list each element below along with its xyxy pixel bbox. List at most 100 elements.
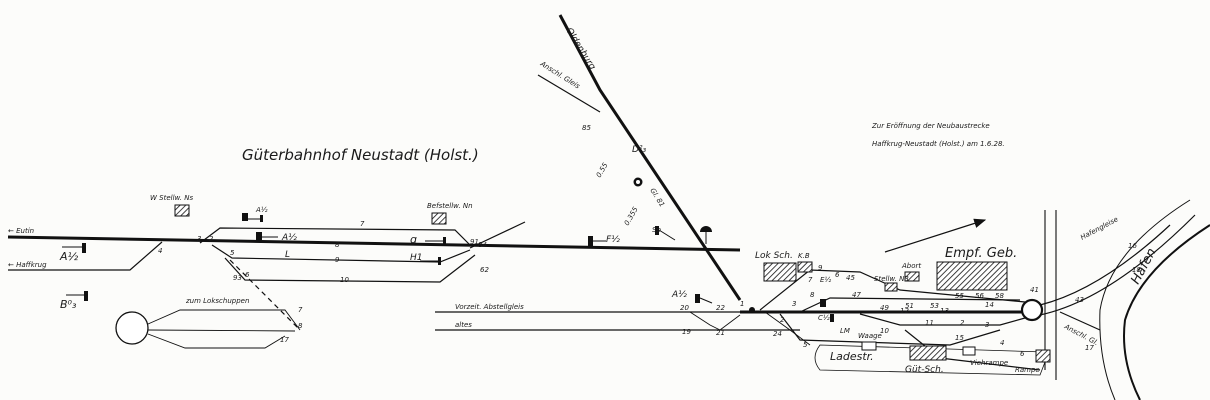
label-km-0355: 0.355 [623,205,640,227]
track-num-4r: 4 [1000,339,1004,347]
track-num-10r: 10 [880,327,889,335]
turntable [115,311,149,345]
label-lm: LM [840,327,850,335]
track-3 [859,313,1026,326]
track-num-7b: 7 [298,306,303,314]
building-empf-geb [936,261,1008,291]
yard-track-10 [224,254,476,283]
building-w-stellw [174,204,190,217]
track-9 [759,269,1026,311]
signal-e-icon [700,226,712,244]
track-lokschuppen-3 [147,333,286,349]
track-num-49: 49 [880,304,889,312]
signal-ca-icon [820,299,834,322]
track-num-17: 17 [280,336,289,344]
track-num-24: 24 [773,330,782,338]
track-num-16: 16 [1128,242,1137,250]
building-lok-sch [763,262,797,282]
track-num-14: 14 [985,301,994,309]
track-num-3r: 3 [792,300,796,308]
track-num-3s: 3 [985,321,989,329]
track-lokschuppen-2 [147,329,296,332]
label-anschl-gleis: Anschl. Gleis [538,59,581,90]
track-num-15: 15 [955,334,964,342]
track-num-6r: 6 [835,271,840,279]
track-num-8: 8 [335,241,340,249]
label-gut-sch: Güt-Sch. [905,365,944,375]
label-zum-lokschuppen: zum Lokschuppen [185,297,249,305]
track-num-91: 62 [480,266,489,274]
north-arrow-icon [884,218,987,253]
track-num-8b: 8 [298,322,303,330]
track-num-6: 6 [245,271,250,279]
label-signal-g: g [410,233,417,246]
oldenburg-line: Oldenburg Anschl. Gleis 85 D²₃ Gl. 81 0.… [537,14,742,301]
label-signal-h1: H1 [410,253,423,263]
track-num-3: 3 [197,235,201,243]
label-waage: Waage [858,332,882,340]
track-num-41: 41 [1030,286,1039,294]
track-num-56: 56 [975,292,984,300]
building-gut-sch [909,345,947,361]
label-signal-a2: A½ [255,206,268,214]
label-kb: K.B [798,252,810,260]
diagram-title: Güterbahnhof Neustadt (Holst.) [242,146,479,164]
track-branch-right [469,221,526,249]
label-lok-sch: Lok Sch. [755,251,793,261]
track-hafengleise [1039,224,1171,306]
track-8 [799,297,1021,313]
track-num-43: 43 [1075,296,1084,304]
track-hafen-2 [1039,214,1196,316]
track-num-2s: 2 [960,319,965,327]
left-yard: Güterbahnhof Neustadt (Holst.) ← Eutin ←… [7,146,741,349]
label-stellw-n3: Stellw. N3 [874,275,909,283]
label-signal-a1: A½ [59,250,79,263]
label-befstellw: Befstellw. Nn [427,202,473,210]
building-waage [861,341,877,351]
track-num-2: 2 [209,235,214,243]
signal-b-icon [66,291,88,301]
track-num-9r: 9 [818,264,823,272]
track-num-2r: 2 [780,316,785,324]
track-lokschuppen-1 [147,309,301,331]
track-num-19: 19 [682,328,691,336]
signal-g-icon [425,237,446,245]
track-num-85: 85 [582,124,591,132]
label-signal-e: E½ [820,276,831,284]
track-num-12: 12 [900,307,909,315]
track-num-8r: 8 [810,291,815,299]
track-crossover-19 [689,311,741,331]
track-num-4: 4 [158,247,162,255]
label-signal-a3: A½ [281,233,297,243]
signal-l-icon [256,232,278,240]
track-num-95: 93 [233,274,242,282]
track-crossover-24 [764,311,811,346]
building-abort [904,271,920,282]
track-num-20: 20 [680,304,689,312]
track-num-92: 84 [478,241,487,249]
building-stellw-n3 [884,282,898,292]
track-num-1: 1 [740,300,744,308]
label-signal-a-right: A½ [671,290,687,300]
track-num-7: 7 [360,220,365,228]
right-station: Lok Sch. K.B Abort Stellw. N3 Empf. Geb.… [435,199,1210,400]
track-11 [779,313,1001,346]
track-haffkrug [8,241,163,271]
harbour-quay-line [1123,224,1210,400]
harbour-quay-line-inner [1099,199,1191,400]
label-eutin: ← Eutin [8,227,34,235]
ladestrasse-outline [814,344,1046,376]
label-empf-geb: Empf. Geb. [945,246,1017,261]
label-signal-f: F½ [606,235,620,245]
building-kb [797,261,813,273]
signal-a1-icon [62,243,86,253]
signal-a3-icon [695,294,713,304]
label-signal-ca: C½ [818,314,830,322]
label-signal-d: D²₃ [632,145,647,155]
track-num-7r: 7 [808,276,813,284]
track-num-9: 9 [335,256,340,264]
main-track-eutin [7,235,741,252]
track-num-18: 18 [1132,266,1141,274]
